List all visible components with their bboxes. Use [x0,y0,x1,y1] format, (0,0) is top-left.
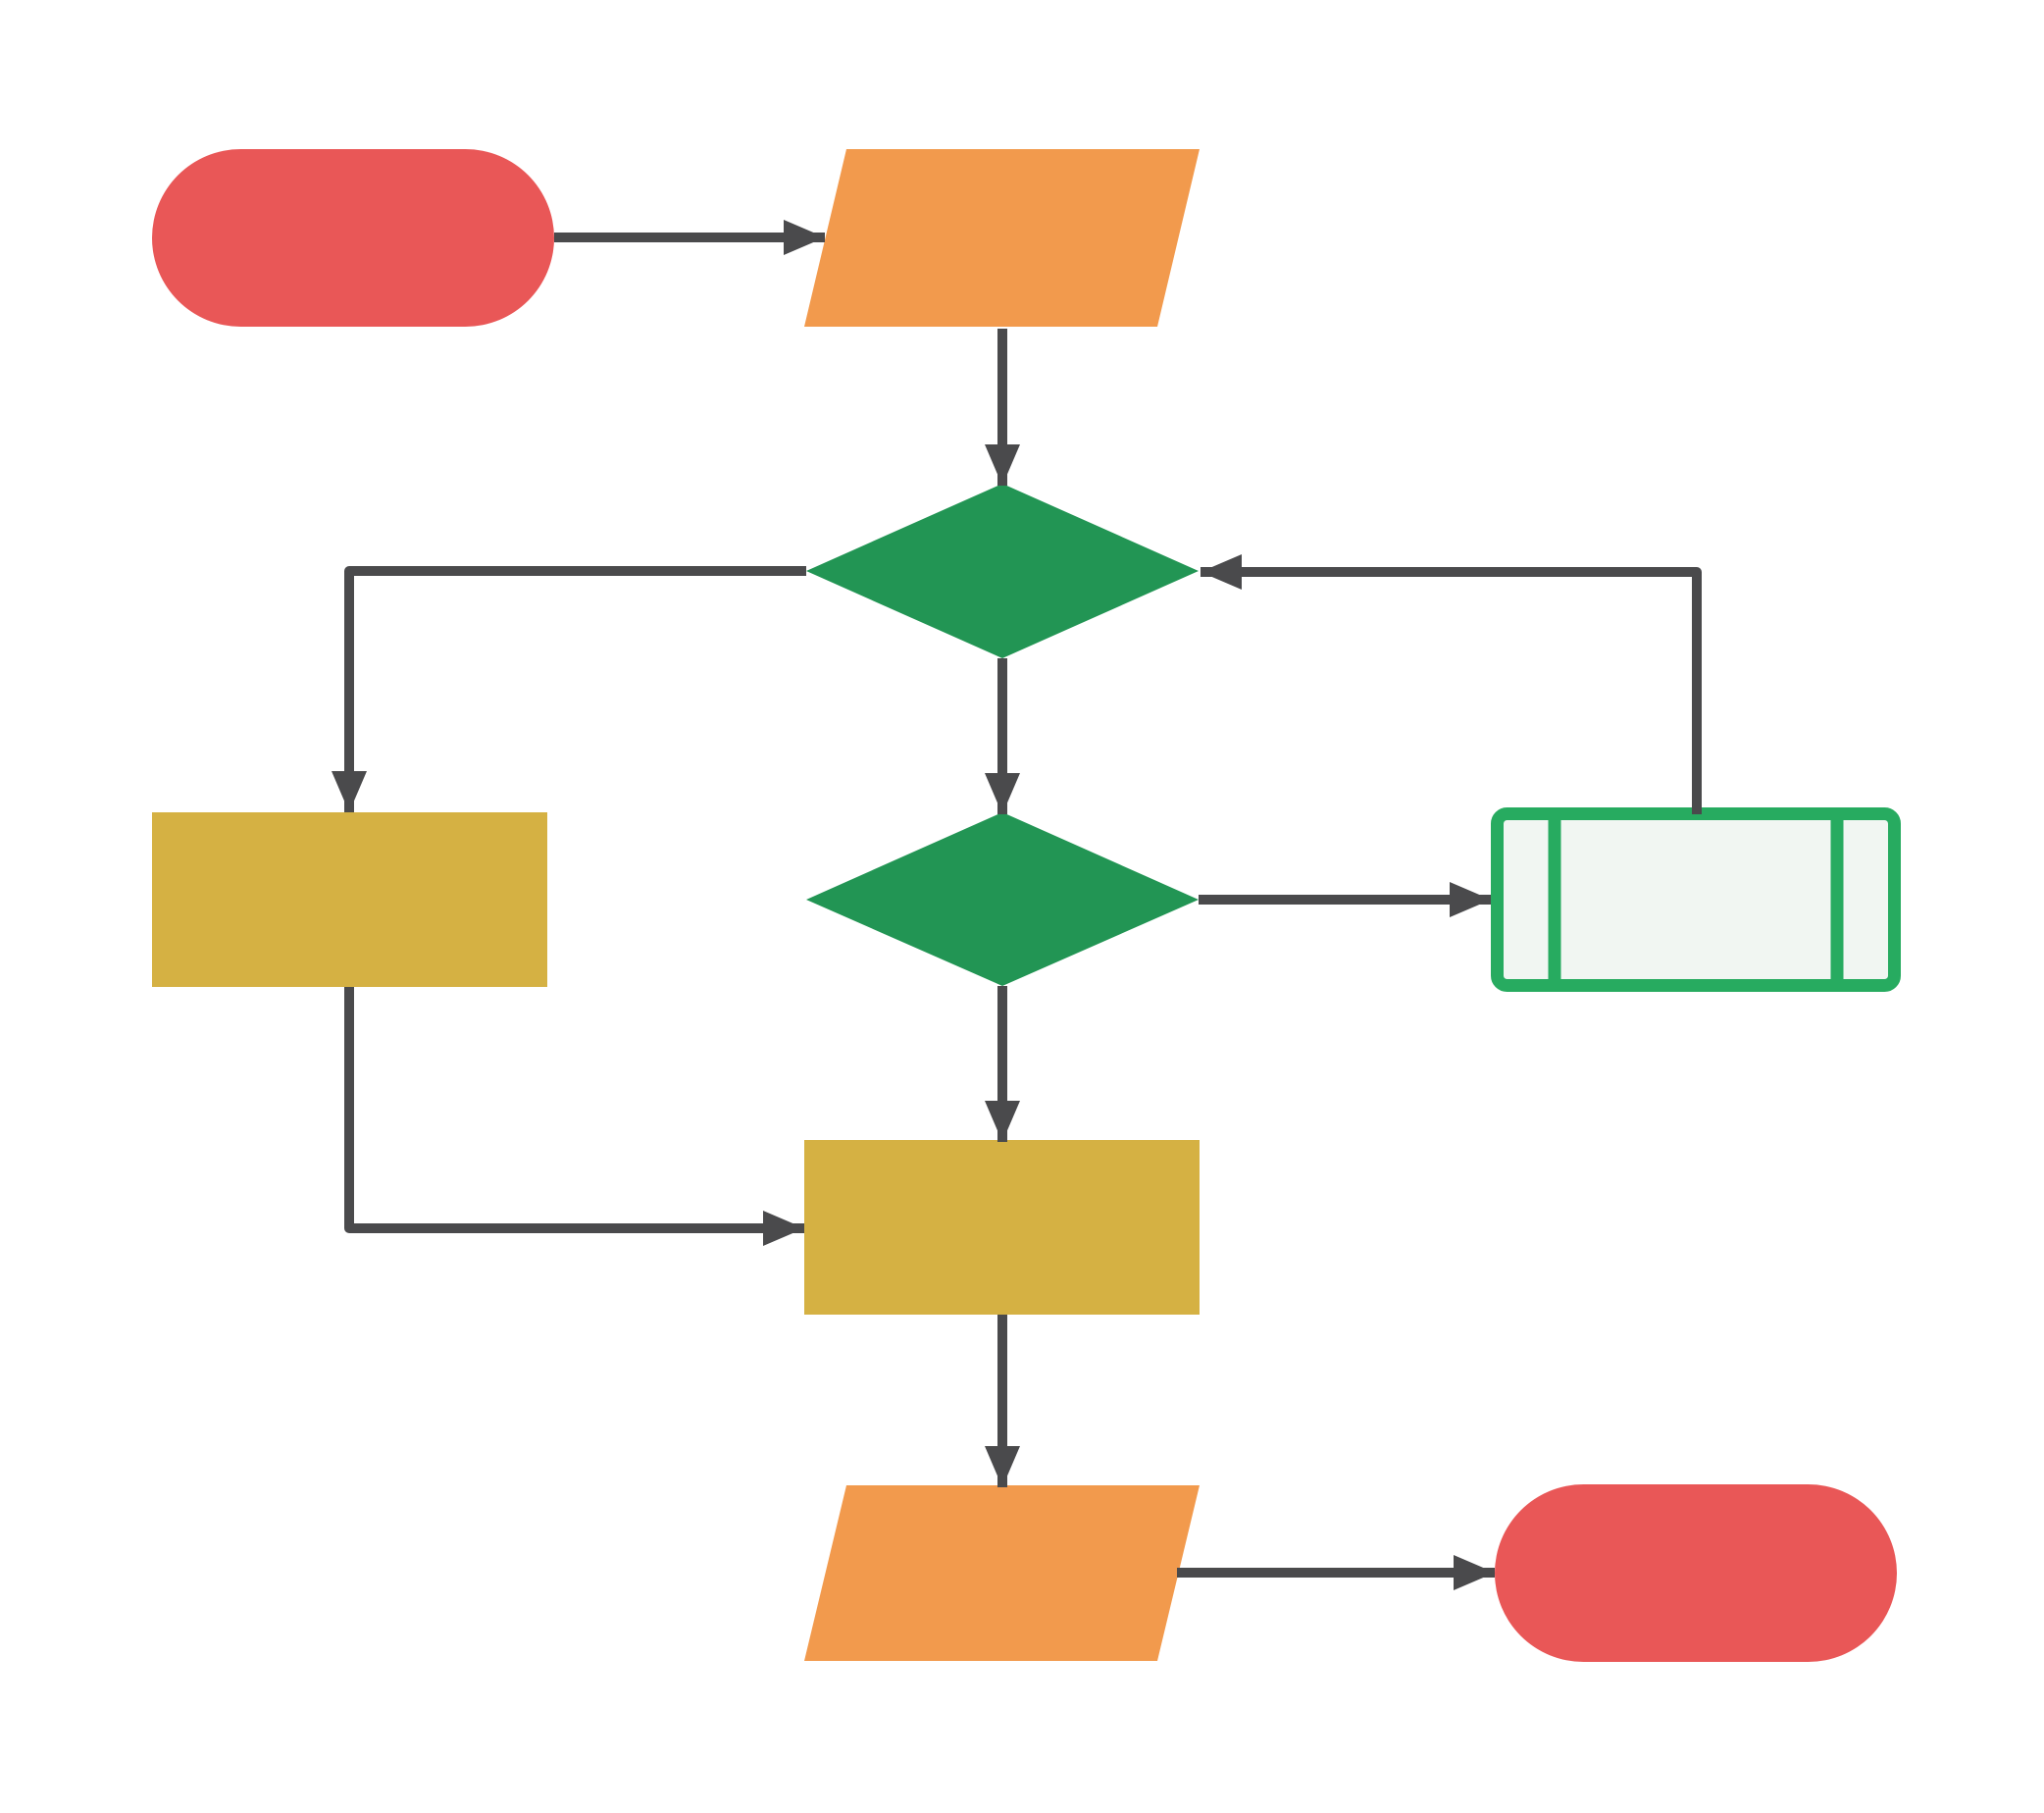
io-parallelogram-bottom[interactable] [804,1485,1200,1661]
process-rect-left[interactable] [152,812,547,987]
decision-diamond-2[interactable] [806,812,1199,986]
predefined-process-node[interactable] [1491,807,1901,992]
io-parallelogram-top[interactable] [804,149,1200,327]
connector-subroutine-to-decision-1[interactable] [1200,553,1702,814]
end-terminator-node[interactable] [1495,1484,1897,1662]
start-terminator-node[interactable] [152,149,554,327]
connector-decision-1-to-process-left[interactable] [331,566,806,813]
connector-process-left-to-process-center[interactable] [344,987,805,1247]
decision-diamond-1[interactable] [806,484,1199,658]
process-rect-center[interactable] [804,1140,1200,1315]
